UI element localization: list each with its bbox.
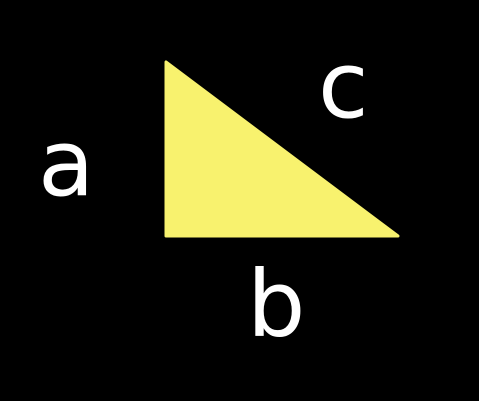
side-label-a: a <box>38 110 95 217</box>
side-label-c: c <box>318 32 369 139</box>
side-label-b: b <box>247 251 306 358</box>
right-triangle <box>164 60 400 238</box>
